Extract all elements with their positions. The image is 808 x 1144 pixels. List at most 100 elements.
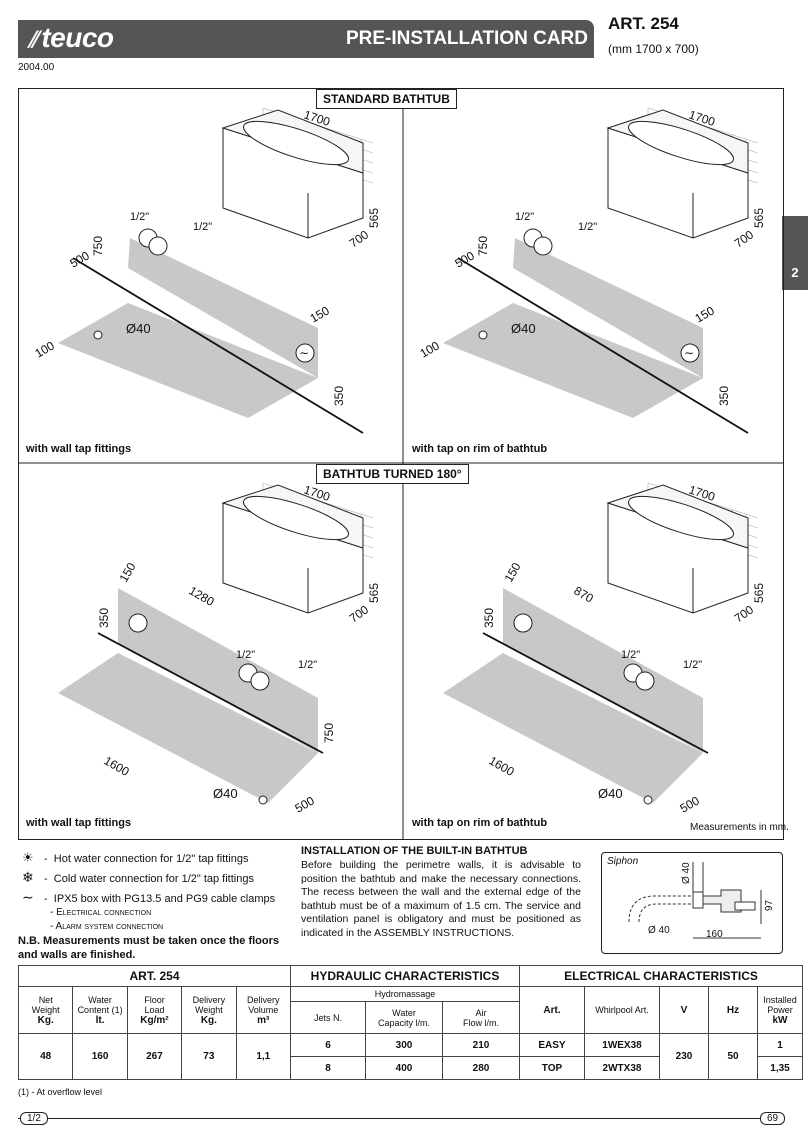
drain-icon [643, 795, 653, 805]
snowflake-icon: ❄ [22, 869, 34, 885]
floor-area [58, 653, 318, 803]
hot-label: 1/2" [515, 211, 534, 223]
cold-label: 1/2" [298, 659, 317, 671]
panel-3-caption: with wall tap fittings [26, 817, 132, 829]
dim-tap-height: 750 [322, 723, 336, 743]
dim-tap-offset: 870 [572, 583, 597, 605]
cold-tap-icon [533, 236, 553, 256]
dim-drain-run: 1600 [102, 753, 132, 779]
legend-hot: ☀- Hot water connection for 1/2" tap fit… [22, 850, 249, 865]
legend-sub-alarm: - Alarm system connection [50, 921, 164, 932]
sun-icon: ☀ [22, 850, 34, 865]
footer-page-right: 69 [760, 1112, 786, 1125]
bathtub-basin [243, 495, 349, 541]
electrical-box-icon [128, 613, 148, 633]
panel-1-caption: with wall tap fittings [26, 443, 132, 455]
footer-rule [18, 1118, 784, 1119]
dim-width: 700 [347, 602, 372, 625]
diagram-frame [18, 88, 784, 840]
dim-width: 700 [732, 602, 757, 625]
drain-icon [478, 330, 488, 340]
wall-area [503, 588, 703, 753]
cold-label: 1/2" [578, 221, 597, 233]
cold-tap-icon [148, 236, 168, 256]
header-bar [18, 20, 594, 58]
art-header: ART. 254 [18, 965, 291, 987]
panel-2-caption: with tap on rim of bathtub [412, 443, 548, 455]
siphon-height: 97 [764, 899, 776, 912]
panel-4-caption: with tap on rim of bathtub [412, 817, 548, 829]
article-number: ART. 254 [608, 14, 679, 33]
measurements-note: Measurements in mm. [690, 822, 789, 833]
wall-area [128, 238, 318, 378]
section-tab: 2 [782, 216, 808, 290]
wave-icon: ∼ [299, 346, 309, 360]
hot-label: 1/2" [236, 649, 255, 661]
dim-height: 565 [752, 208, 766, 228]
siphon-label: Siphon [607, 856, 639, 867]
dim-width: 700 [347, 227, 372, 250]
dim-tap: 750 [476, 236, 490, 256]
electrical-box-icon [295, 343, 315, 363]
floor-area [58, 303, 318, 418]
wall-line [97, 632, 324, 754]
dim-width: 700 [732, 227, 757, 250]
legend-electrical: ∼- IPX5 box with PG13.5 and PG9 cable cl… [22, 889, 276, 905]
dim-elec-offset: 150 [116, 560, 138, 585]
legend-cold: ❄- Cold water connection for 1/2" tap fi… [22, 869, 254, 885]
footnote: (1) - At overflow level [18, 1087, 103, 1097]
hot-label: 1/2" [130, 211, 149, 223]
dim-tap: 750 [91, 236, 105, 256]
dim-elec-offset: 150 [693, 303, 718, 325]
cold-label: 1/2" [683, 659, 702, 671]
drain-label: Ø40 [511, 321, 536, 336]
electrical-box-icon [680, 343, 700, 363]
teuco-logo: ⫽teuco [28, 22, 114, 53]
siphon-box [601, 852, 783, 954]
document-date: 2004.00 [18, 62, 55, 73]
floor-area [443, 653, 703, 803]
bathtub-basin [243, 120, 349, 166]
siphon-diameter: Ø 40 [648, 925, 670, 936]
dim-drain-run: 1600 [487, 753, 517, 779]
section-label-standard: STANDARD BATHTUB [316, 89, 457, 109]
dim-drain-edge: 100 [418, 338, 443, 360]
cold-tap-icon [635, 671, 655, 691]
drain-icon [258, 795, 268, 805]
dim-drain-offset: 500 [678, 793, 703, 815]
footer-page-left: 1/2 [20, 1112, 48, 1125]
cold-tap-icon [250, 671, 270, 691]
legend-sub-electrical: - Electrical connection [50, 907, 152, 918]
floor-area [443, 303, 703, 418]
drain-label: Ø40 [213, 786, 238, 801]
electrical-box-icon [513, 613, 533, 633]
hydromassage-label: Hydromassage [290, 985, 520, 1003]
wall-line [482, 632, 709, 754]
siphon-vertical-diameter: Ø 40 [681, 862, 692, 884]
characteristics-table: ART. 254 HYDRAULIC CHARACTERISTICS ELECT… [17, 965, 803, 1080]
diagrams-svg: 1700565700750500100Ø40150350∼1/2"1/2"170… [18, 108, 784, 840]
bathtub-basin [628, 495, 734, 541]
dim-height: 565 [367, 208, 381, 228]
section-label-turned: BATHTUB TURNED 180° [316, 464, 469, 484]
dim-drain-offset: 500 [293, 793, 318, 815]
dim-drain-edge: 100 [33, 338, 58, 360]
bathtub-basin [628, 120, 734, 166]
installation-text: Before building the perimetre walls, it … [301, 859, 581, 939]
wave-icon: ∼ [684, 346, 694, 360]
siphon-width: 160 [706, 929, 723, 940]
siphon-drawing [628, 862, 762, 939]
dim-height: 565 [367, 583, 381, 603]
electrical-header: ELECTRICAL CHARACTERISTICS [519, 965, 803, 987]
dim-height: 565 [752, 583, 766, 603]
article-size: (mm 1700 x 700) [608, 42, 699, 56]
drain-label: Ø40 [126, 321, 151, 336]
dim-elec-offset: 150 [501, 560, 523, 585]
dim-elec-height: 350 [97, 608, 111, 628]
dim-elec-height: 350 [717, 386, 731, 406]
wall-area [513, 238, 703, 378]
hydraulic-header: HYDRAULIC CHARACTERISTICS [290, 965, 520, 987]
